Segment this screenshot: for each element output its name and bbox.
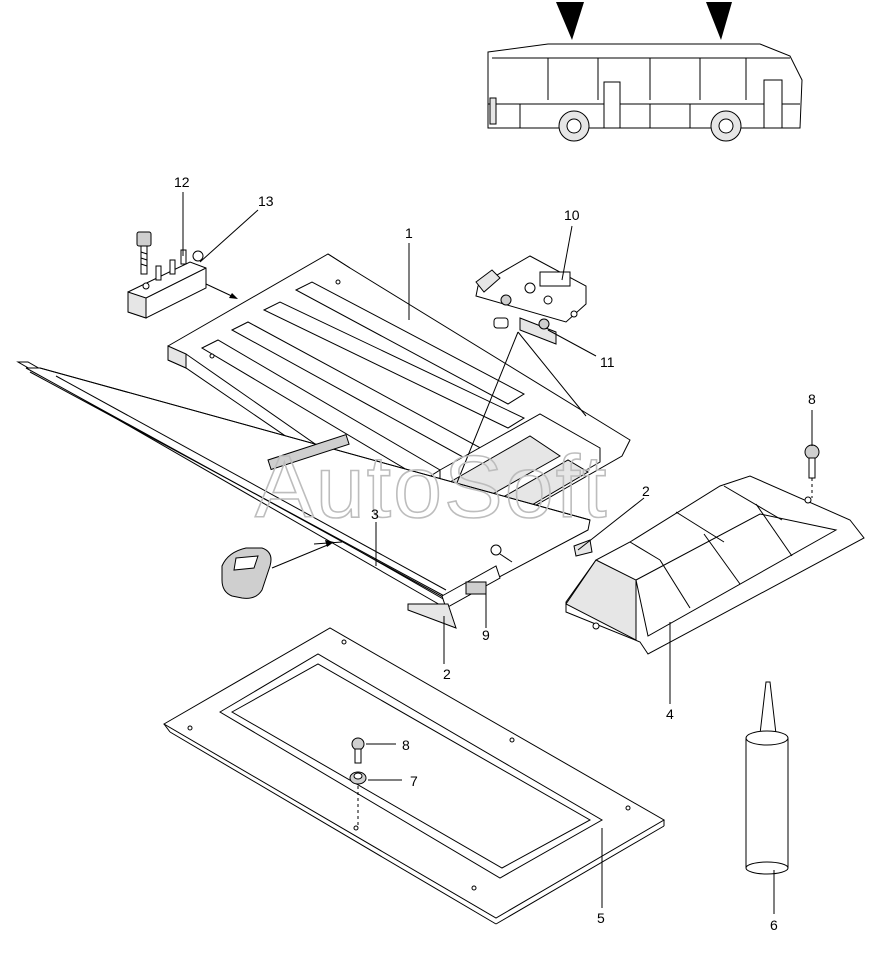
pin-part	[490, 544, 513, 563]
screw-part-11	[493, 294, 550, 330]
screw-part-8-upper	[804, 444, 820, 479]
leader-latch-b	[517, 331, 587, 417]
callout-2-lower: 2	[443, 666, 451, 682]
cover-housing-part-4	[565, 475, 865, 655]
callout-11: 11	[600, 354, 615, 370]
bus-overview-illustration	[487, 2, 803, 142]
callout-10: 10	[564, 207, 580, 223]
leader-10	[561, 225, 573, 281]
rail-part-3	[16, 361, 593, 629]
screw-part-8-lower	[351, 737, 365, 764]
callout-8-upper: 8	[808, 391, 816, 407]
callout-9: 9	[482, 627, 490, 643]
callout-2-upper: 2	[642, 483, 650, 499]
callout-13: 13	[258, 193, 274, 209]
callout-8-lower: 8	[402, 737, 410, 753]
callout-4: 4	[666, 706, 674, 722]
callout-6: 6	[770, 917, 778, 933]
arrow-end-cap	[271, 543, 331, 569]
terminal-block-part-13	[127, 249, 207, 319]
frame-gasket-part-5	[163, 627, 665, 925]
callout-3: 3	[371, 506, 379, 522]
location-arrow-right	[706, 2, 732, 40]
latch-bracket-part-10	[475, 255, 587, 345]
callout-1: 1	[405, 225, 413, 241]
leader-13	[199, 209, 259, 263]
bolt-part-12	[136, 231, 152, 275]
callout-12: 12	[174, 174, 190, 190]
callout-7: 7	[410, 773, 418, 789]
callout-5: 5	[597, 910, 605, 926]
watermark-text: AutoSoft	[255, 437, 609, 536]
leader-11	[547, 329, 597, 357]
washer-part-7	[349, 771, 367, 785]
brush-strip	[267, 434, 350, 471]
end-cap-part	[221, 547, 272, 599]
leader-2-upper	[577, 497, 645, 551]
location-arrow-left	[556, 2, 584, 40]
sealant-cartridge-part-6	[745, 681, 789, 875]
leader-latch-a	[449, 331, 519, 501]
